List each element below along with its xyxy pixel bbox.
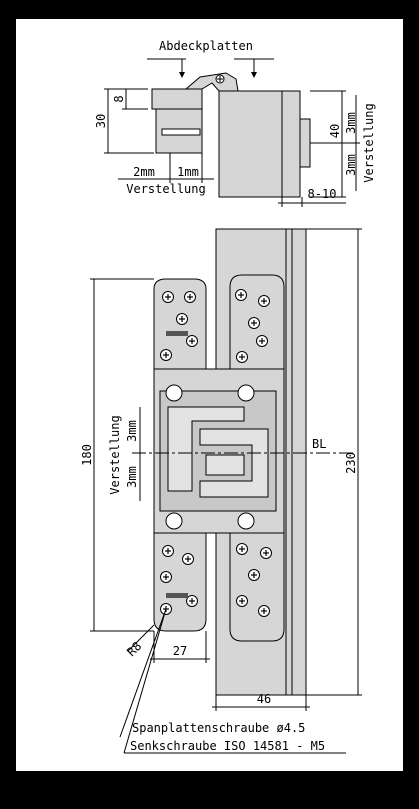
screw-icon: [247, 316, 261, 330]
top-cover-plate: [151, 88, 203, 110]
screw-icon: [185, 594, 199, 608]
screw-icon: [159, 570, 173, 584]
dim-46: 46: [257, 692, 271, 706]
screw-icon: [175, 312, 189, 326]
screw-icon: [161, 290, 175, 304]
screw-icon: [235, 350, 249, 364]
dim-2mm: 2mm: [133, 165, 155, 179]
note-chipboard-screw: Spanplattenschraube ø4.5: [132, 721, 305, 735]
screw-icon: [234, 288, 248, 302]
top-view: Abdeckplatten 30 8 2mm 1mm Verstellung: [94, 39, 376, 207]
brand-mark-icon: [166, 593, 188, 598]
dim-1mm: 1mm: [177, 165, 199, 179]
bl-label: BL: [312, 437, 326, 451]
screw-icon: [183, 290, 197, 304]
dim-27: 27: [173, 644, 187, 658]
screw-icon: [259, 546, 273, 560]
dim-30: 30: [94, 114, 108, 128]
screw-icon: [161, 544, 175, 558]
note-countersunk-screw: Senkschraube ISO 14581 - M5: [130, 739, 325, 753]
screw-icon: [247, 568, 261, 582]
brand-mark-icon: [166, 331, 188, 336]
screw-icon: [159, 348, 173, 362]
dim-180: 180: [80, 444, 94, 466]
front-view: BL 180 Verstellung 3mm 3mm 230 R8 27 46: [80, 228, 362, 754]
front-adjustment-label: Verstellung: [108, 415, 122, 494]
dim-8: 8: [112, 95, 126, 102]
screw-icon: [235, 594, 249, 608]
screw-icon: [235, 542, 249, 556]
dim-3mm-front-down: 3mm: [125, 466, 139, 488]
screw-icon: [181, 552, 195, 566]
screw-icon: [255, 334, 269, 348]
frame-leaf-bottom: [229, 532, 285, 642]
dim-8-10: 8-10: [308, 187, 337, 201]
top-adjustment-label: Verstellung: [126, 182, 205, 196]
dim-r8: R8: [124, 639, 144, 659]
screw-icon: [257, 294, 271, 308]
top-hinge-body-right: [218, 90, 284, 198]
cover-plates-label: Abdeckplatten: [159, 39, 253, 53]
door-leaf-bottom: [153, 532, 207, 632]
screw-icon: [185, 334, 199, 348]
dim-3mm-front-up: 3mm: [125, 420, 139, 442]
dim-230: 230: [344, 452, 358, 474]
right-adjustment-label: Verstellung: [362, 103, 376, 182]
dim-40: 40: [328, 124, 342, 138]
hinge-drawing: Abdeckplatten 30 8 2mm 1mm Verstellung: [80, 39, 376, 754]
dim-3mm-down: 3mm: [344, 154, 358, 176]
screw-icon: [257, 604, 271, 618]
drawing-sheet: Abdeckplatten 30 8 2mm 1mm Verstellung: [16, 19, 403, 771]
dim-3mm-up: 3mm: [344, 112, 358, 134]
